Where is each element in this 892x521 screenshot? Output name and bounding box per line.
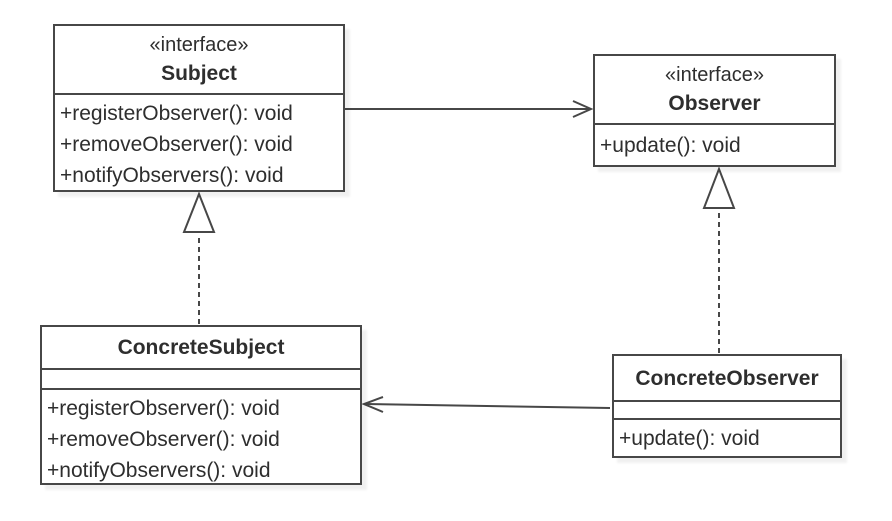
realization-arrow-concreteobserver-observer bbox=[702, 166, 736, 353]
subject-name: Subject bbox=[161, 61, 237, 85]
concrete-subject-name: ConcreteSubject bbox=[117, 336, 285, 359]
subject-stereotype: «interface» bbox=[149, 33, 249, 56]
observer-name: Observer bbox=[668, 91, 761, 115]
observer-stereotype: «interface» bbox=[665, 63, 764, 86]
class-box-observer: «interface» Observer +update(): void bbox=[593, 54, 836, 167]
concrete-subject-header: ConcreteSubject bbox=[42, 327, 360, 370]
concrete-observer-name: ConcreteObserver bbox=[635, 366, 819, 390]
class-box-concrete-subject: ConcreteSubject +registerObserver(): voi… bbox=[40, 325, 362, 485]
class-box-concrete-observer: ConcreteObserver +update(): void bbox=[612, 354, 842, 458]
concrete-observer-attributes-empty bbox=[614, 402, 840, 420]
observer-methods: +update(): void bbox=[595, 125, 834, 165]
association-arrow-concreteobserver-concretesubject bbox=[361, 396, 611, 413]
concrete-subject-method: +notifyObservers(): void bbox=[47, 459, 271, 482]
concrete-observer-methods: +update(): void bbox=[614, 420, 840, 457]
subject-method: +registerObserver(): void bbox=[60, 102, 293, 125]
concrete-subject-method: +removeObserver(): void bbox=[47, 428, 280, 451]
observer-header: «interface» Observer bbox=[595, 56, 834, 125]
class-box-subject: «interface» Subject +registerObserver():… bbox=[53, 24, 345, 192]
association-arrow-subject-observer bbox=[345, 100, 594, 118]
concrete-subject-attributes-empty bbox=[42, 370, 360, 390]
subject-header: «interface» Subject bbox=[55, 26, 343, 95]
concrete-subject-methods: +registerObserver(): void +removeObserve… bbox=[42, 390, 360, 489]
concrete-observer-header: ConcreteObserver bbox=[614, 356, 840, 402]
realization-arrow-concretesubject-subject bbox=[182, 191, 216, 324]
observer-method: +update(): void bbox=[600, 133, 741, 157]
subject-methods: +registerObserver(): void +removeObserve… bbox=[55, 95, 343, 194]
subject-method: +removeObserver(): void bbox=[60, 133, 293, 156]
concrete-subject-method: +registerObserver(): void bbox=[47, 397, 280, 420]
subject-method: +notifyObservers(): void bbox=[60, 164, 284, 187]
concrete-observer-method: +update(): void bbox=[619, 427, 760, 450]
